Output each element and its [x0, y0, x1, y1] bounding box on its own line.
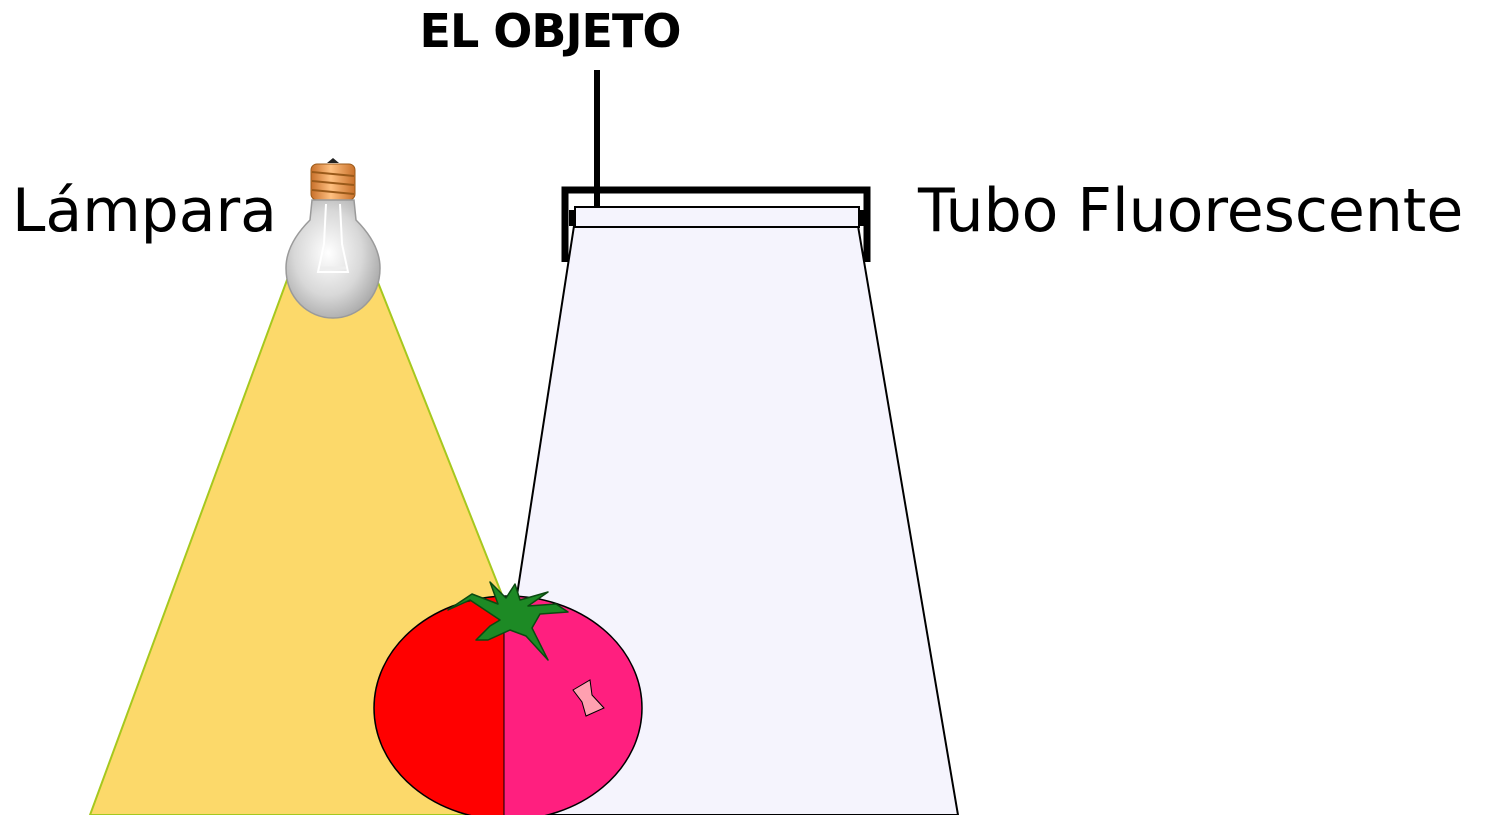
light-bulb-icon [285, 158, 381, 319]
lamp-label: Lámpara [12, 176, 277, 246]
diagram-title: EL OBJETO [419, 4, 682, 58]
fluorescent-tube-icon [561, 186, 871, 262]
tube-label: Tubo Fluorescente [918, 176, 1464, 246]
